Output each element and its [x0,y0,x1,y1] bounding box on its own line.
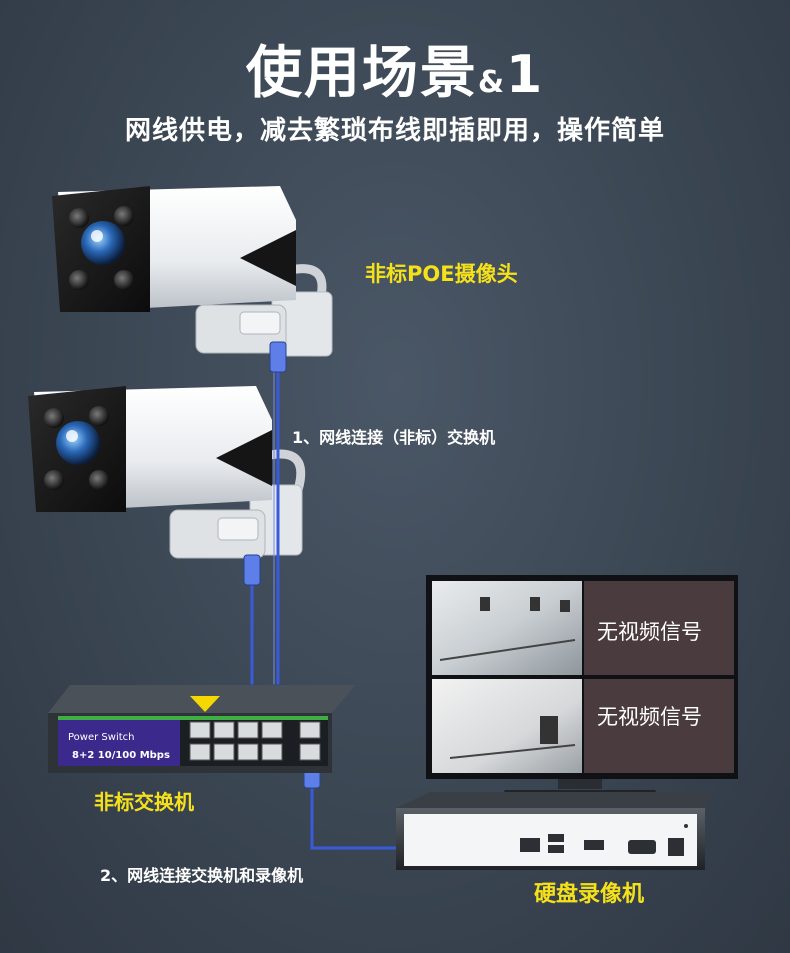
switch-brand-line2: 8+2 10/100 Mbps [72,750,170,761]
poe-switch [48,685,355,773]
camera-1 [52,186,333,357]
camera-feed-office-2 [432,679,582,773]
monitor-no-signal-2: 无视频信号 [597,705,702,729]
page-subtitle: 网线供电，减去繁琐布线即插即用，操作简单 [124,116,665,146]
monitor [426,575,738,802]
nvr-recorder [396,792,712,870]
camera-feed-office-1 [432,581,582,675]
step2-label: 2、网线连接交换机和录像机 [100,866,304,885]
camera-label: 非标POE摄像头 [365,262,518,286]
title-amp: & [477,65,506,100]
step1-label: 1、网线连接（非标）交换机 [292,428,496,447]
monitor-no-signal-1: 无视频信号 [597,620,702,644]
page-title: 使用场景&1 [0,28,790,109]
switch-brand-line1: Power Switch [68,732,134,743]
title-main: 使用场景 [245,41,478,106]
camera-2 [28,386,306,559]
title-number: 1 [505,45,545,105]
switch-label: 非标交换机 [94,790,194,814]
nvr-label: 硬盘录像机 [534,882,645,907]
